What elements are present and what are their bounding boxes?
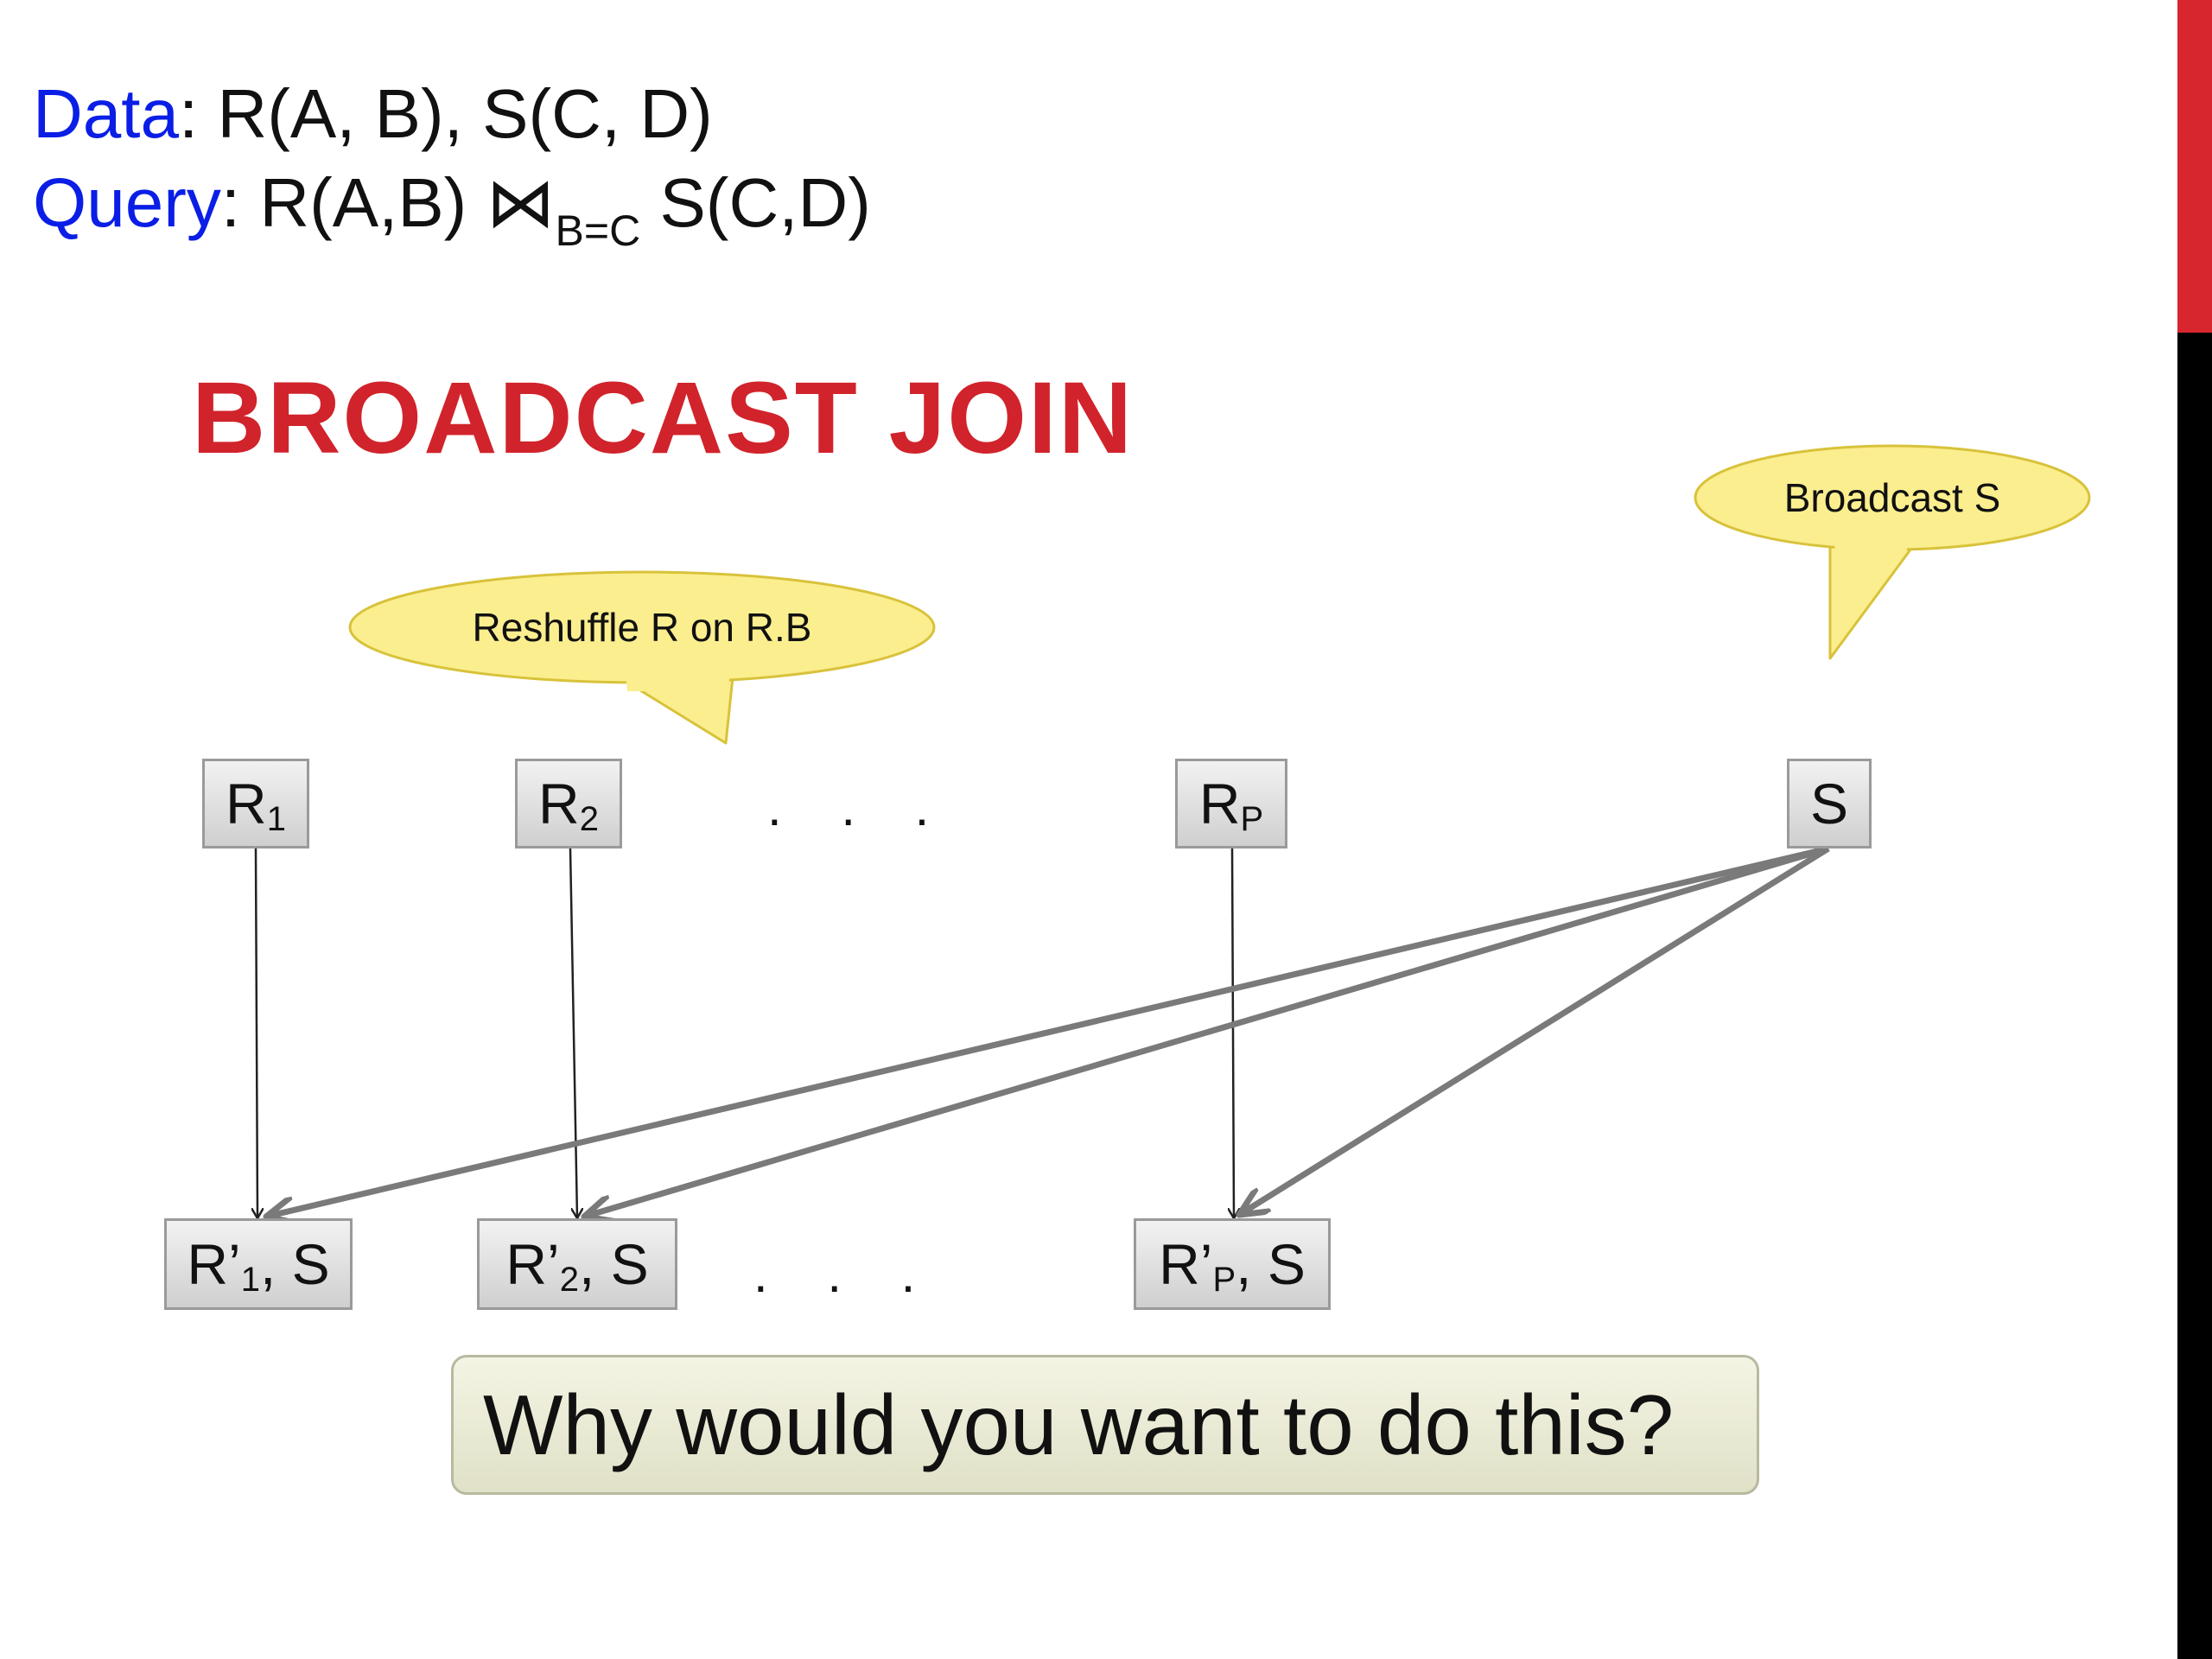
data-line: Data: R(A, B), S(C, D): [33, 79, 713, 149]
question-box: Why would you want to do this?: [451, 1355, 1759, 1495]
reshuffle-callout-text: Reshuffle R on R.B: [472, 605, 812, 650]
node-label: R’: [187, 1232, 241, 1296]
node-label-tail: , S: [1236, 1232, 1306, 1296]
node-label-tail: , S: [259, 1232, 330, 1296]
slide-edge-accent-red: [2177, 0, 2212, 333]
query-value-tail: S(C,D): [640, 164, 871, 241]
node-subscript: 2: [559, 1260, 579, 1299]
relation-s: S: [1787, 759, 1872, 849]
data-key: Data: [33, 75, 179, 152]
node-subscript: P: [1212, 1260, 1236, 1299]
arrow-rp-to-rpprime: [1232, 848, 1234, 1218]
broadcast-arrow-to-r1prime: [266, 845, 1829, 1217]
top-row-ellipsis: . . .: [767, 779, 952, 836]
node-label: R: [538, 772, 580, 836]
data-value: : R(A, B), S(C, D): [178, 75, 713, 152]
node-label: R: [1198, 772, 1241, 836]
bottom-row-ellipsis: . . .: [753, 1245, 938, 1303]
node-label-tail: , S: [578, 1232, 649, 1296]
join-condition-subscript: B=C: [555, 207, 641, 255]
slide-edge-accent-black: [2177, 333, 2212, 1659]
query-key: Query: [33, 164, 221, 241]
result-r2prime-s: R’2, S: [477, 1218, 677, 1310]
broadcast-callout: [1694, 444, 2091, 660]
query-line: Query: R(A,B) ⋈B=C S(C,D): [33, 168, 871, 253]
result-rpprime-s: R’P, S: [1134, 1218, 1331, 1310]
node-subscript: 1: [240, 1260, 260, 1299]
node-label: R’: [505, 1232, 560, 1296]
broadcast-callout-text: Broadcast S: [1783, 475, 2001, 520]
arrow-r1-to-r1prime: [256, 848, 257, 1218]
node-subscript: 2: [579, 799, 599, 838]
result-r1prime-s: R’1, S: [164, 1218, 353, 1310]
arrow-r2-to-r2prime: [569, 848, 577, 1218]
slide-title: BROADCAST JOIN: [192, 361, 1135, 475]
query-value: : R(A,B) ⋈: [220, 164, 556, 241]
node-subscript: 1: [266, 799, 286, 838]
node-label: R’: [1159, 1232, 1213, 1296]
reshuffle-callout: [348, 570, 936, 745]
node-label: R: [226, 772, 267, 836]
broadcast-arrow-to-r2prime: [584, 845, 1829, 1217]
broadcast-arrow-to-rpprime: [1239, 846, 1830, 1215]
question-text: Why would you want to do this?: [483, 1376, 1675, 1472]
node-subscript: P: [1240, 799, 1264, 838]
